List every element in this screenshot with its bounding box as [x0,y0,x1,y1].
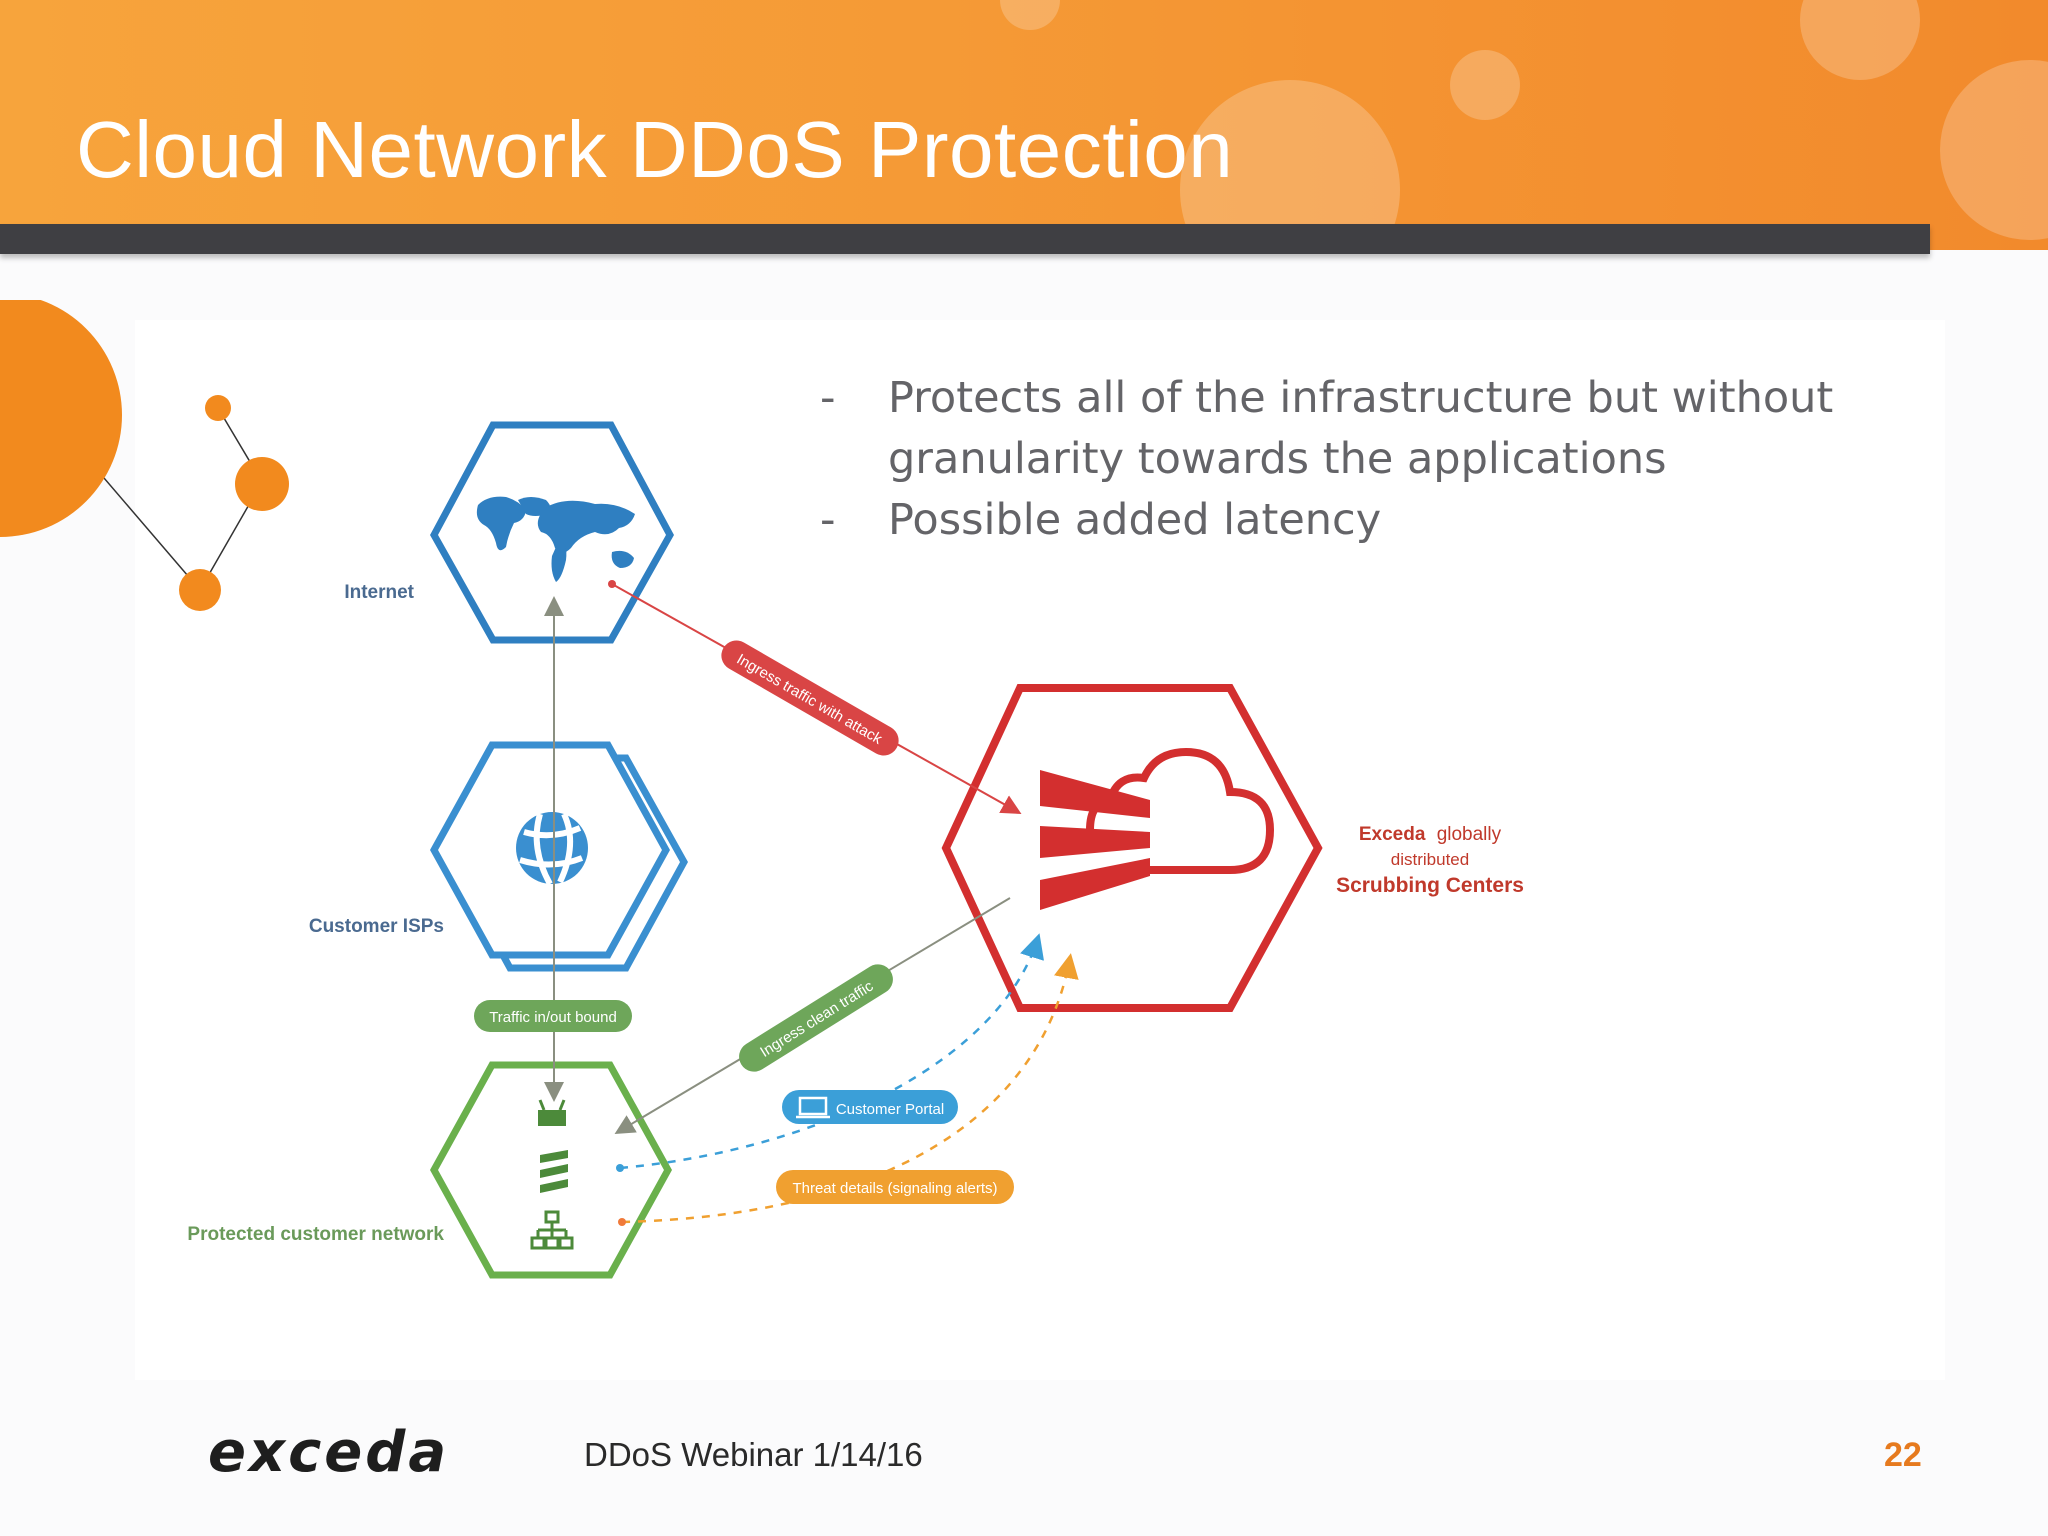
customer-isps-node [430,741,688,972]
deco-node [179,569,221,611]
threat-details-pill: Threat details (signaling alerts) [776,1170,1014,1204]
threat-origin-dot [618,1218,626,1226]
scrubbing-hexagon [941,684,1323,1012]
traffic-inout-pill: Traffic in/out bound [474,1000,632,1032]
customer-portal-line [619,933,1044,1170]
scrubbing-cloud-icon [1040,747,1275,910]
ingress-clean-label: Ingress clean traffic [757,977,876,1060]
internet-node [430,421,674,644]
scrubbing-label-line3: Scrubbing Centers [1336,874,1524,897]
internet-hexagon [430,421,674,644]
bullet-text: Possible added latency [888,495,1382,545]
laptop-icon [798,1096,828,1116]
scrubbing-label-line2: distributed [1391,850,1469,869]
internet-label: Internet [344,582,414,603]
customer-portal-pill: Customer Portal [782,1090,958,1124]
server-hierarchy-icon [530,1210,574,1250]
protected-hexagon [430,1061,672,1279]
firewall-icon [540,1150,568,1193]
title-banner [0,0,2048,250]
traffic-inout-label: Traffic in/out bound [489,1009,617,1026]
banner-bubble [1450,50,1520,120]
router-icon [538,1099,566,1126]
ingress-attack-pill: Ingress traffic with attack [721,640,899,756]
title-underline-bar [0,224,1930,254]
customer-portal-label: Customer Portal [836,1101,944,1118]
bullet-list: - Protects all of the infrastructure but… [820,368,1870,551]
deco-large-circle [0,300,122,537]
bullet-item: - Possible added latency [820,490,1870,551]
ingress-clean-pill: Ingress clean traffic [739,964,893,1072]
globe-icon [516,812,588,886]
scrubbing-center-node [941,684,1323,1012]
page-number: 22 [1884,1436,1922,1474]
deco-node [235,457,289,511]
ingress-attack-label: Ingress traffic with attack [734,651,886,748]
scrubbing-label-line1: Exceda globally [1359,824,1502,845]
bullet-item: - Protects all of the infrastructure but… [820,368,1870,490]
deco-node [205,395,231,421]
bullet-text: Protects all of the infrastructure but w… [888,373,1834,484]
protected-network-node [430,1061,672,1279]
portal-origin-dot [616,1164,624,1172]
bullet-dash: - [820,373,836,423]
threat-details-label: Threat details (signaling alerts) [792,1180,997,1197]
bullet-dash: - [820,495,836,545]
banner-bubble [1180,80,1400,250]
footer-text: DDoS Webinar 1/14/16 [584,1436,923,1473]
protected-network-label: Protected customer network [187,1224,444,1245]
decorative-network-graphic [0,300,289,611]
threat-details-line [621,953,1079,1224]
exceda-logo: exceda [208,1420,450,1485]
customer-isps-label: Customer ISPs [309,916,444,937]
world-map-icon [476,496,635,582]
slide-title: Cloud Network DDoS Protection [76,105,1234,194]
attack-origin-dot [608,580,616,588]
scrubbing-globally: globally [1437,824,1502,845]
scrubbing-brand: Exceda [1359,824,1426,845]
